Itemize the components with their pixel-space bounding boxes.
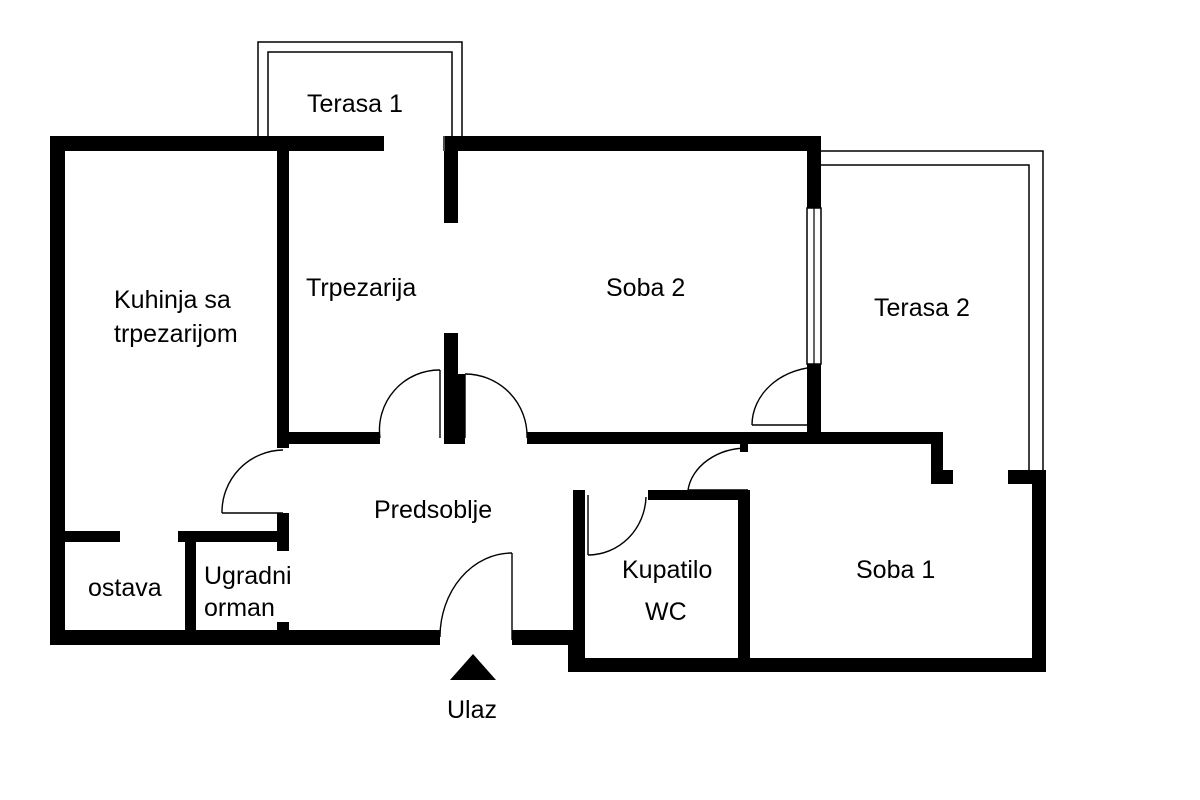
soba-2-window: [806, 207, 822, 365]
label-kupatilo-line1: Kupatilo: [622, 556, 712, 584]
label-soba-2: Soba 2: [606, 274, 685, 302]
label-kuhinja-line1: Kuhinja sa: [114, 286, 231, 314]
entrance-arrow-icon: [450, 654, 496, 680]
label-trpezarija: Trpezarija: [306, 274, 416, 302]
label-soba-1: Soba 1: [856, 556, 935, 584]
label-terasa-2: Terasa 2: [874, 294, 970, 322]
doors: [221, 136, 821, 640]
terrace-1-railing: [257, 41, 463, 136]
label-ostava: ostava: [88, 574, 162, 602]
soba-2-door: [464, 373, 528, 439]
label-kupatilo-line2: WC: [645, 598, 687, 626]
terrace-2-railing: [820, 150, 1044, 470]
room-labels: Terasa 1 Kuhinja sa trpezarijom Trpezari…: [88, 90, 970, 724]
entrance-door: [439, 552, 513, 640]
label-ulaz: Ulaz: [447, 696, 497, 724]
walls: [50, 136, 1046, 672]
label-ugradni-line1: Ugradni: [204, 562, 292, 590]
trpezarija-door: [378, 369, 441, 439]
label-ugradni-line2: orman: [204, 594, 275, 622]
kupatilo-door: [587, 495, 647, 556]
label-terasa-1: Terasa 1: [307, 90, 403, 118]
kuhinja-door: [221, 449, 284, 514]
terrace-2-door: [751, 366, 821, 426]
label-predsoblje: Predsoblje: [374, 496, 492, 524]
label-kuhinja-line2: trpezarijom: [114, 320, 238, 348]
soba-1-door: [687, 447, 749, 491]
